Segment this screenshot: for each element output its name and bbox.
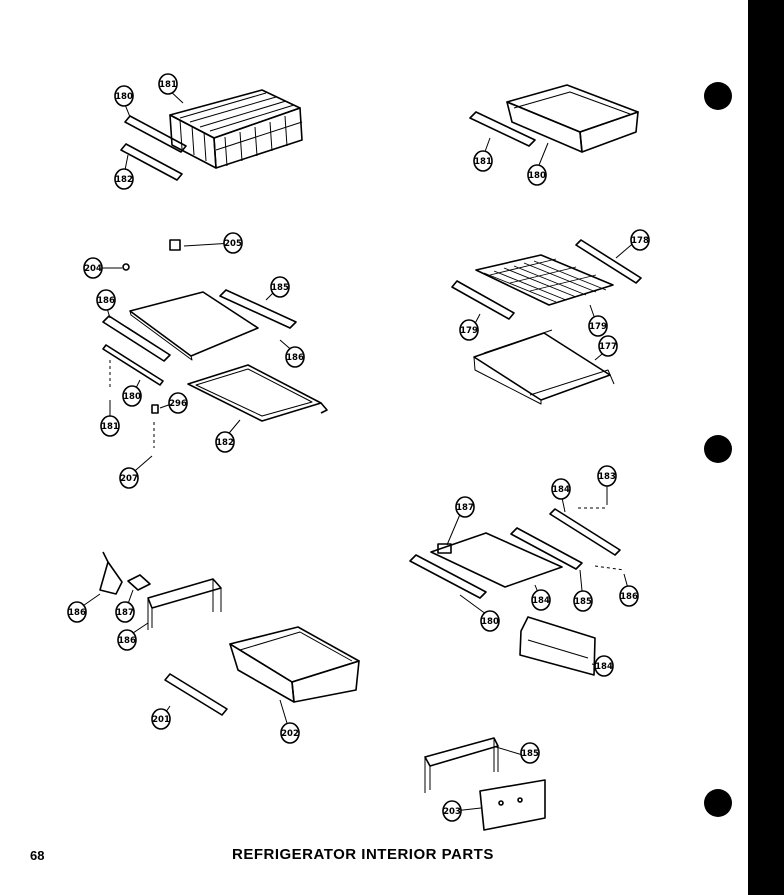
bracket-parts: [424, 737, 546, 831]
callout-184: 184: [531, 589, 551, 611]
callout-182: 182: [215, 431, 235, 453]
callout-203: 203: [442, 800, 462, 822]
callout-text: 187: [116, 608, 134, 618]
callout-183: 183: [597, 465, 617, 487]
callout-205: 205: [223, 232, 243, 254]
page-number: 68: [30, 848, 45, 863]
callout-text: 203: [443, 807, 461, 817]
callout-187: 187: [115, 601, 135, 623]
callout-186: 186: [285, 346, 305, 368]
callout-text: 180: [528, 171, 546, 181]
callout-text: 187: [456, 503, 474, 513]
callout-186: 186: [67, 601, 87, 623]
flat-shelf-assembly: [409, 507, 625, 676]
callout-text: 181: [474, 157, 492, 167]
callout-text: 182: [115, 175, 133, 185]
callout-text: 186: [118, 636, 136, 646]
callout-204: 204: [83, 257, 103, 279]
callout-296: 296: [168, 392, 188, 414]
page-title: REFRIGERATOR INTERIOR PARTS: [232, 846, 494, 863]
callout-text: 186: [97, 296, 115, 306]
glass-shelf-assembly: [102, 239, 328, 448]
callout-184: 184: [551, 478, 571, 500]
wire-basket: [169, 89, 303, 169]
callout-text: 179: [589, 322, 607, 332]
callout-186: 186: [96, 289, 116, 311]
callout-text: 180: [481, 617, 499, 627]
callout-text: 180: [123, 392, 141, 402]
crisper-pan: [469, 84, 639, 153]
callout-text: 207: [120, 474, 138, 484]
callout-text: 179: [460, 326, 478, 336]
callout-179: 179: [459, 319, 479, 341]
callout-181: 181: [158, 73, 178, 95]
callout-180: 180: [122, 385, 142, 407]
callout-text: 185: [271, 283, 289, 293]
callout-text: 180: [115, 92, 133, 102]
callout-text: 184: [595, 662, 613, 672]
callout-185: 185: [270, 276, 290, 298]
callout-185: 185: [520, 742, 540, 764]
callout-182: 182: [114, 168, 134, 190]
callout-labels: 180 181 182 180 181 205 204 185 186 186 180 181 296 1…: [67, 73, 650, 822]
callout-text: 296: [169, 399, 187, 409]
binding-dots: [704, 0, 784, 895]
leader-lines: [76, 88, 638, 812]
callout-text: 202: [281, 729, 299, 739]
callout-187: 187: [455, 496, 475, 518]
callout-202: 202: [280, 722, 300, 744]
callout-185: 185: [573, 590, 593, 612]
callout-text: 185: [574, 597, 592, 607]
callout-184: 184: [594, 655, 614, 677]
callout-186: 186: [619, 585, 639, 607]
callout-text: 186: [68, 608, 86, 618]
callout-180: 180: [527, 164, 547, 186]
callout-text: 184: [532, 596, 550, 606]
callout-207: 207: [119, 467, 139, 489]
callout-177: 177: [598, 335, 618, 357]
callout-text: 181: [101, 422, 119, 432]
callout-text: 178: [631, 236, 649, 246]
callout-179: 179: [588, 315, 608, 337]
callout-186: 186: [117, 629, 137, 651]
crisper-drawer: [99, 551, 360, 716]
callout-181: 181: [100, 415, 120, 437]
callout-text: 184: [552, 485, 570, 495]
callout-201: 201: [151, 708, 171, 730]
callout-text: 183: [598, 472, 616, 482]
callout-text: 177: [599, 342, 617, 352]
callout-178: 178: [630, 229, 650, 251]
callout-180: 180: [114, 85, 134, 107]
callout-text: 185: [521, 749, 539, 759]
callout-181: 181: [473, 150, 493, 172]
callout-text: 205: [224, 239, 242, 249]
wire-shelf-assembly: [451, 239, 642, 405]
callout-text: 182: [216, 438, 234, 448]
basket-rails: [120, 115, 187, 181]
callout-text: 201: [152, 715, 170, 725]
callout-text: 186: [286, 353, 304, 363]
callout-text: 204: [84, 264, 102, 274]
callout-text: 181: [159, 80, 177, 90]
callout-180: 180: [480, 610, 500, 632]
callout-text: 186: [620, 592, 638, 602]
